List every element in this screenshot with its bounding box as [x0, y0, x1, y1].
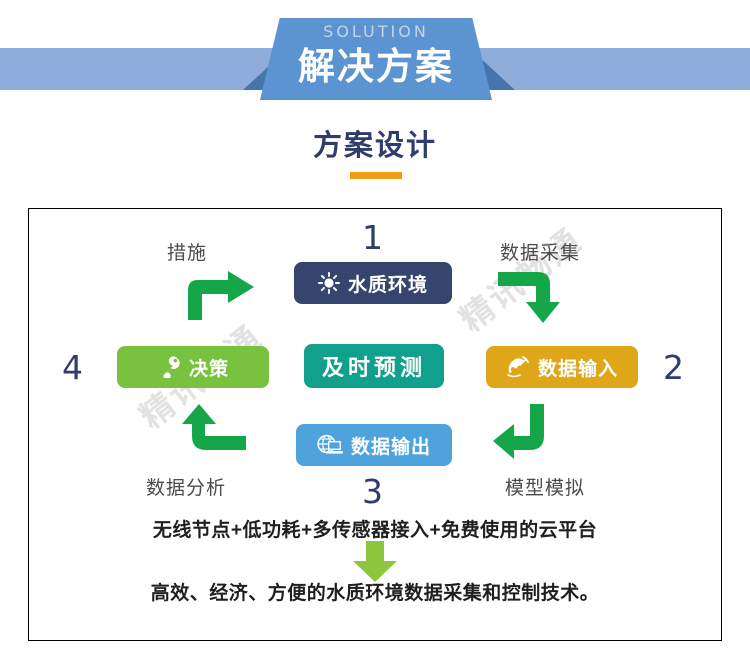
chip-label: 及时预测 [321, 355, 426, 380]
chip-label: 数据输入 [537, 358, 618, 380]
arrow-analyze-to-decide [172, 404, 248, 465]
wrench-icon [157, 356, 181, 378]
step-label-model: 模型模拟 [505, 478, 586, 499]
chip-label: 数据输出 [350, 436, 431, 458]
arrow-collect-to-input [498, 268, 568, 329]
globe-computer-icon [317, 434, 343, 456]
page-banner: SOLUTION 解决方案 [0, 0, 750, 104]
arrow-summary-down [352, 541, 398, 588]
chip-data-output[interactable]: 数据输出 [296, 424, 452, 466]
step-label-measure: 措施 [167, 243, 208, 264]
step-label-collect: 数据采集 [500, 243, 581, 264]
summary-line-2: 高效、经济、方便的水质环境数据采集和控制技术。 [150, 583, 600, 604]
step-number-4: 4 [62, 348, 83, 387]
chip-data-input[interactable]: 数据输入 [486, 346, 638, 388]
step-label-analyze: 数据分析 [146, 478, 227, 499]
chip-label: 水质环境 [347, 274, 428, 296]
sun-icon [317, 272, 340, 294]
arrow-measure-to-water [180, 270, 256, 325]
step-number-1: 1 [362, 218, 383, 257]
arrow-input-to-model [492, 404, 562, 465]
summary-line-1: 无线节点+低功耗+多传感器接入+免费使用的云平台 [152, 520, 598, 541]
banner-title-cn: 解决方案 [298, 46, 454, 87]
banner-subtitle-en: SOLUTION [323, 22, 429, 41]
satellite-dish-icon [506, 356, 530, 378]
step-number-3: 3 [362, 472, 383, 511]
banner-ribbon [260, 18, 492, 100]
section-title: 方案设计 [312, 130, 437, 162]
chip-label: 决策 [188, 358, 229, 380]
section-title-underline [350, 172, 402, 179]
chip-water-environment[interactable]: 水质环境 [294, 262, 452, 304]
chip-timely-prediction[interactable]: 及时预测 [304, 344, 444, 388]
step-number-2: 2 [663, 348, 684, 387]
diagram-frame [28, 208, 722, 641]
chip-decision[interactable]: 决策 [117, 346, 269, 388]
